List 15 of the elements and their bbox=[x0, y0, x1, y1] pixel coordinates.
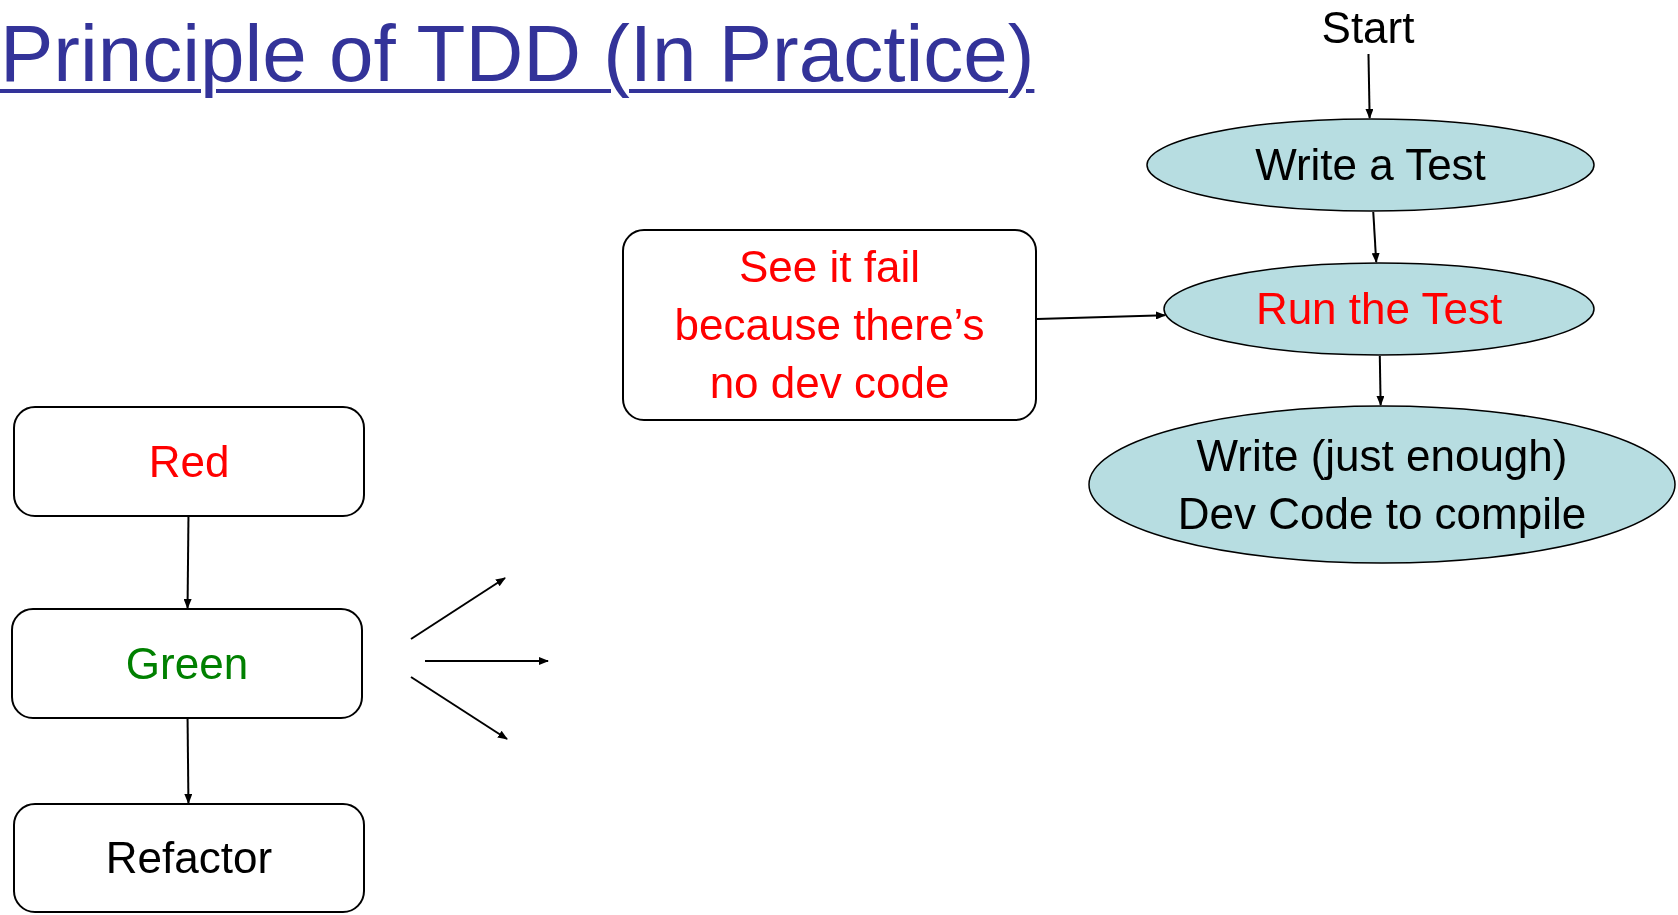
title: Principle of TDD (In Practice) bbox=[0, 8, 1035, 100]
arrow bbox=[184, 718, 193, 804]
arrow bbox=[1036, 311, 1166, 320]
process-box: Red bbox=[13, 406, 365, 517]
arrow bbox=[1365, 53, 1374, 119]
process-ellipse: Write (just enough) Dev Code to compile bbox=[1088, 405, 1676, 564]
process-box: Green bbox=[11, 608, 363, 719]
process-box: Refactor bbox=[13, 803, 365, 913]
start-label: Start bbox=[1318, 2, 1418, 54]
arrow bbox=[1376, 355, 1385, 406]
process-box: See it fail because there’s no dev code bbox=[622, 229, 1037, 421]
arrow bbox=[183, 516, 192, 609]
process-ellipse: Write a Test bbox=[1146, 118, 1595, 212]
process-ellipse: Run the Test bbox=[1163, 262, 1595, 356]
arrow bbox=[1371, 211, 1380, 263]
